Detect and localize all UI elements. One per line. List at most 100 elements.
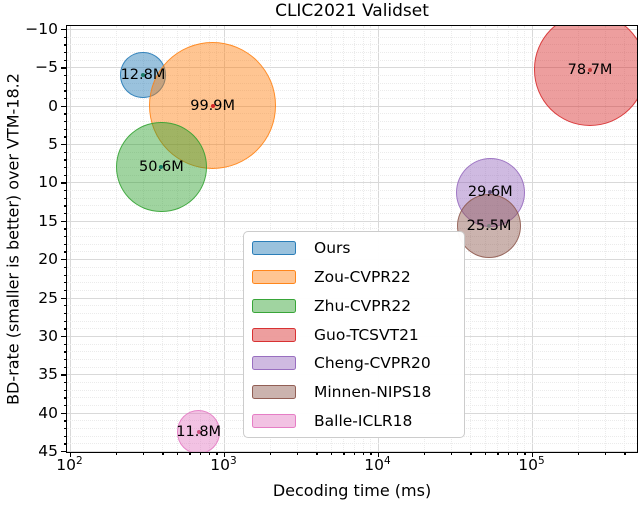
gridline-y-minor	[67, 128, 637, 130]
y-tick-minor	[64, 274, 67, 276]
bubble-center-dot-zhu-cvpr22	[159, 165, 164, 170]
y-tick-minor	[64, 404, 67, 407]
y-tick-minor	[64, 159, 67, 161]
gridline-x-minor	[142, 26, 144, 452]
y-tick-minor	[64, 128, 67, 131]
x-tick-minor	[353, 452, 355, 455]
y-tick-label: 45	[38, 441, 58, 460]
y-tick-major	[61, 220, 67, 223]
gridline-x-minor	[208, 26, 210, 452]
legend-item-label: Zhu-CVPR22	[314, 296, 412, 315]
x-tick-minor	[423, 452, 426, 455]
y-tick-major	[61, 450, 67, 453]
bubble-center-dot-balle-iclr18	[196, 429, 201, 434]
gridline-x-minor	[624, 26, 626, 452]
x-tick-minor	[343, 452, 345, 455]
x-tick-label: 104	[364, 455, 391, 475]
bubble-guo-tcsvt21	[533, 26, 637, 126]
gridline-y-major	[67, 450, 637, 452]
gridline-x-major	[69, 26, 71, 452]
bubble-size-label-zhu-cvpr22: 50.6M	[138, 159, 184, 176]
y-tick-label: 10	[38, 173, 58, 192]
y-tick-minor	[64, 282, 67, 284]
y-tick-label: −5	[35, 58, 58, 77]
gridline-y-minor	[67, 59, 637, 61]
y-tick-minor	[64, 389, 67, 391]
bubble-center-dot-cheng-cvpr20	[488, 190, 493, 195]
x-tick-minor	[316, 452, 318, 455]
x-tick-minor	[577, 452, 580, 455]
x-tick-minor	[507, 452, 509, 455]
gridline-y-minor	[67, 197, 637, 199]
x-tick-label: 105	[518, 455, 545, 475]
y-tick-label: 15	[38, 211, 58, 230]
y-tick-minor	[64, 136, 67, 138]
y-tick-minor	[64, 328, 67, 330]
gridline-y-minor	[67, 136, 637, 138]
y-tick-major	[61, 374, 67, 376]
gridline-x-minor	[524, 26, 526, 452]
y-tick-label: 20	[38, 250, 58, 269]
x-tick-minor	[604, 452, 607, 455]
x-tick-minor	[624, 452, 626, 455]
gridline-x-major	[531, 26, 533, 452]
gridline-x-minor	[577, 26, 579, 452]
x-tick-label: 102	[56, 455, 83, 475]
bubble-size-label-guo-tcsvt21: 78.7M	[567, 61, 613, 78]
legend-item-cheng-cvpr20: Cheng-CVPR20	[244, 349, 464, 378]
gridline-x-minor	[216, 26, 218, 452]
y-tick-minor	[64, 52, 67, 54]
gridline-y-major	[67, 105, 637, 107]
x-tick-minor	[216, 452, 218, 455]
y-tick-minor	[64, 213, 67, 215]
gridline-y-minor	[67, 113, 637, 115]
x-tick-minor	[362, 452, 364, 455]
gridline-y-minor	[67, 443, 637, 445]
bubble-size-label-balle-iclr18: 11.8M	[176, 423, 222, 440]
gridline-x-minor	[199, 26, 201, 452]
legend-swatch-minnen-nips18	[252, 384, 296, 399]
y-tick-major	[61, 297, 67, 299]
y-tick-minor	[64, 266, 67, 269]
gridline-y-minor	[67, 52, 637, 54]
bubble-size-label-minnen-nips18: 25.5M	[466, 218, 512, 235]
y-tick-major	[61, 182, 67, 184]
y-tick-major	[61, 412, 67, 414]
legend-item-label: Ours	[314, 239, 351, 258]
y-tick-minor	[64, 151, 67, 154]
gridline-y-minor	[67, 36, 637, 38]
y-tick-major	[61, 67, 67, 69]
y-tick-label: 30	[38, 326, 58, 345]
x-tick-minor	[269, 452, 272, 455]
y-tick-minor	[64, 320, 67, 322]
x-tick-minor	[177, 452, 179, 455]
x-tick-major	[69, 452, 71, 457]
y-tick-minor	[64, 205, 67, 207]
legend-swatch-guo-tcsvt21	[252, 327, 296, 342]
bubble-center-dot-guo-tcsvt21	[588, 67, 593, 72]
legend-item-balle-iclr18: Balle-ICLR18	[244, 406, 464, 435]
y-tick-major	[61, 335, 67, 338]
y-tick-minor	[64, 366, 67, 368]
gridline-y-minor	[67, 159, 637, 161]
y-tick-minor	[64, 251, 67, 253]
y-tick-label: 40	[38, 403, 58, 422]
x-tick-minor	[485, 452, 487, 455]
y-tick-label: 0	[48, 96, 58, 115]
y-tick-major	[61, 144, 67, 146]
y-tick-minor	[64, 121, 67, 123]
x-tick-minor	[450, 452, 453, 455]
y-tick-label: 25	[38, 288, 58, 307]
legend-item-guo-tcsvt21: Guo-TCSVT21	[244, 320, 464, 349]
y-tick-minor	[64, 343, 67, 345]
y-tick-minor	[64, 228, 67, 230]
gridline-y-minor	[67, 213, 637, 215]
gridline-y-minor	[67, 98, 637, 100]
legend-item-minnen-nips18: Minnen-NIPS18	[244, 378, 464, 407]
chart-title: CLIC2021 Validset	[275, 1, 429, 21]
y-tick-label: 5	[48, 135, 58, 154]
y-tick-minor	[64, 190, 67, 192]
y-tick-minor	[64, 427, 67, 430]
gridline-y-major	[67, 220, 637, 222]
